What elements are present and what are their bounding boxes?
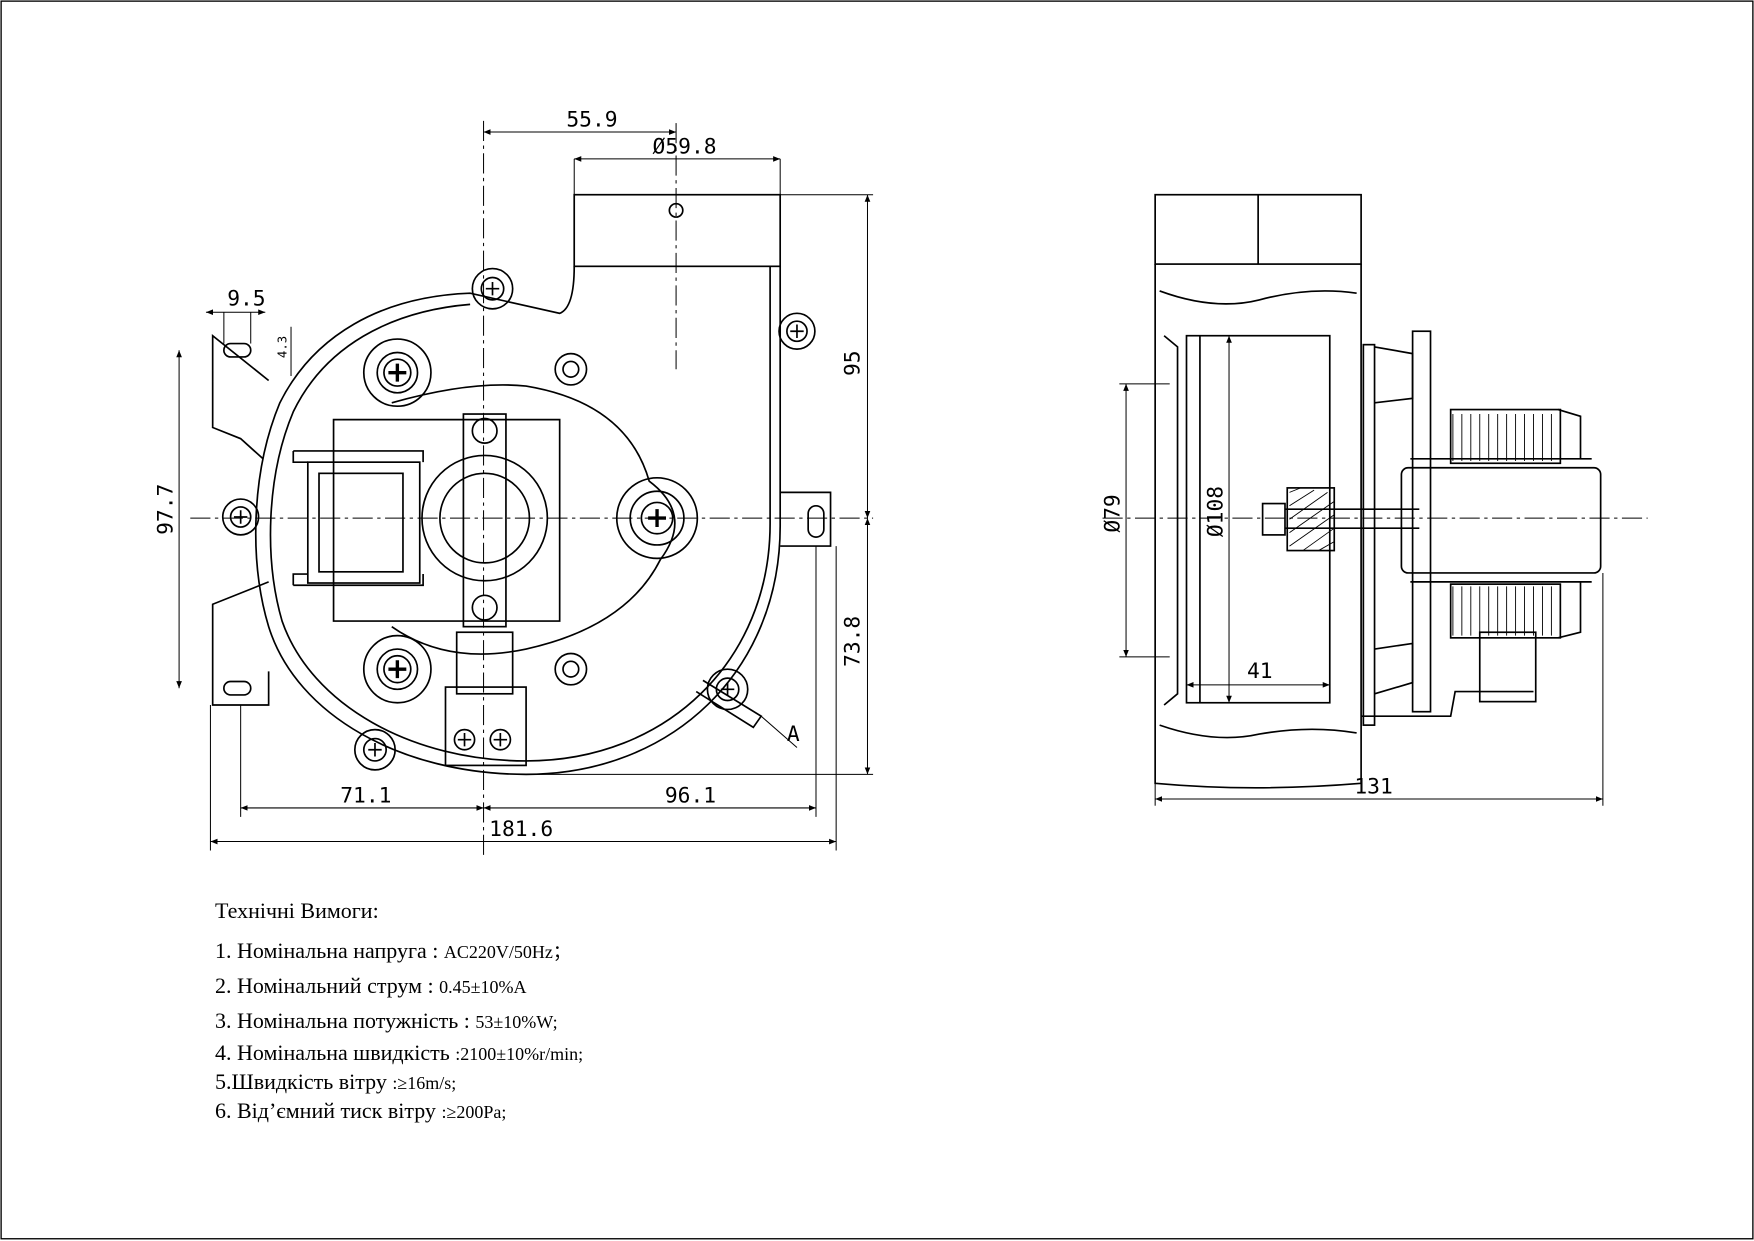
screw-boss-right	[778, 312, 816, 350]
capacitor-screw-right	[489, 728, 512, 751]
upper-slot	[223, 342, 252, 358]
technical-requirements: Технічні Вимоги: 1. Номінальна напруга :…	[215, 898, 583, 1126]
motor-frame	[292, 450, 424, 587]
capacitor-top	[455, 631, 514, 695]
side-dimension-lines	[1119, 335, 1604, 806]
dim-left-offset: 71.1	[340, 783, 391, 808]
coil-top	[1449, 408, 1562, 465]
dim-slot-height: 4.3	[276, 336, 290, 358]
right-slot	[807, 504, 825, 538]
outlet-duct	[573, 193, 782, 268]
right-mount-ear	[780, 491, 832, 547]
screw-boss-bottom	[353, 728, 396, 771]
flange-plate	[1362, 343, 1376, 726]
motor-body-side	[1400, 466, 1602, 574]
spec-item-power: 3. Номінальна потужність : 53±10%W;	[215, 1008, 558, 1033]
dim-outlet-offset: 55.9	[566, 107, 617, 132]
front-view	[211, 193, 832, 776]
strap-rivet-bottom	[471, 594, 498, 621]
spec-item-current: 2. Номінальний струм : 0.45±10%A	[215, 973, 527, 998]
rivet-upper-right-inner	[562, 360, 580, 378]
motor-bracket	[391, 384, 676, 655]
lower-slot	[223, 680, 252, 696]
rivet-upper-right	[554, 352, 588, 386]
dim-outlet-diameter: Ø59.8	[653, 134, 717, 159]
front-centerlines	[190, 120, 874, 860]
spec-item-voltage: 1. Номінальна напруга : AC220V/50Hz；	[215, 938, 571, 963]
capacitor-side	[1478, 631, 1537, 703]
coil-housing	[1410, 408, 1592, 639]
impeller	[1185, 334, 1331, 704]
spec-item-speed: 4. Номінальна швидкість :2100±10%r/min;	[215, 1040, 584, 1065]
volute-housing	[254, 266, 782, 776]
nut	[1261, 502, 1286, 536]
dim-overall-depth: 131	[1354, 774, 1392, 799]
screw-boss-top	[471, 267, 514, 310]
dim-slot-width: 9.5	[227, 286, 265, 311]
dim-impeller-diameter: Ø108	[1203, 486, 1228, 537]
side-housing-lower	[1159, 724, 1357, 739]
spec-item-pressure: 6. Від’ємний тиск вітру :≥200Pa;	[215, 1098, 507, 1123]
side-view	[1154, 193, 1602, 789]
dim-impeller-width: 41	[1247, 659, 1273, 684]
side-hatching	[1289, 414, 1552, 636]
capacitor-screw-left	[453, 728, 476, 751]
clip-top	[1374, 346, 1414, 404]
screw-boss-left	[221, 498, 260, 536]
phillips-screw-upper	[362, 338, 432, 408]
impeller-side-plate	[1163, 335, 1179, 706]
side-housing	[1154, 264, 1362, 789]
spec-item-wind-speed: 5.Швидкість вітру :≥16m/s;	[215, 1069, 457, 1094]
motor-coil	[306, 461, 421, 584]
rivet-lower-right-inner	[562, 660, 580, 678]
phillips-screw-lower	[362, 634, 432, 704]
bracket-foot	[1361, 690, 1534, 718]
dim-right-offset: 96.1	[665, 783, 716, 808]
clip-bottom	[1374, 642, 1414, 695]
left-mount-flange	[211, 333, 270, 706]
front-dimension-lines	[176, 129, 874, 851]
motor-bracket-side	[1411, 330, 1432, 713]
motor-strap	[462, 413, 507, 628]
spec-title: Технічні Вимоги:	[215, 898, 379, 923]
dim-height-bottom: 73.8	[841, 616, 866, 667]
section-marker: A	[787, 722, 800, 747]
motor-lamination	[332, 418, 561, 622]
rivet-lower-right	[554, 652, 588, 686]
motor-coil-core	[318, 472, 404, 573]
coil-bottom	[1449, 583, 1562, 639]
dim-height-top: 95	[841, 350, 866, 376]
bushing	[1286, 487, 1336, 552]
volute-inner-line	[269, 266, 771, 762]
capacitor	[444, 686, 527, 767]
dim-mount-spacing: 97.7	[153, 484, 178, 535]
dim-overall-width: 181.6	[489, 817, 553, 842]
wire-lead	[695, 679, 763, 729]
dim-inner-diameter: Ø79	[1100, 494, 1125, 532]
strap-rivet-top	[471, 417, 498, 444]
